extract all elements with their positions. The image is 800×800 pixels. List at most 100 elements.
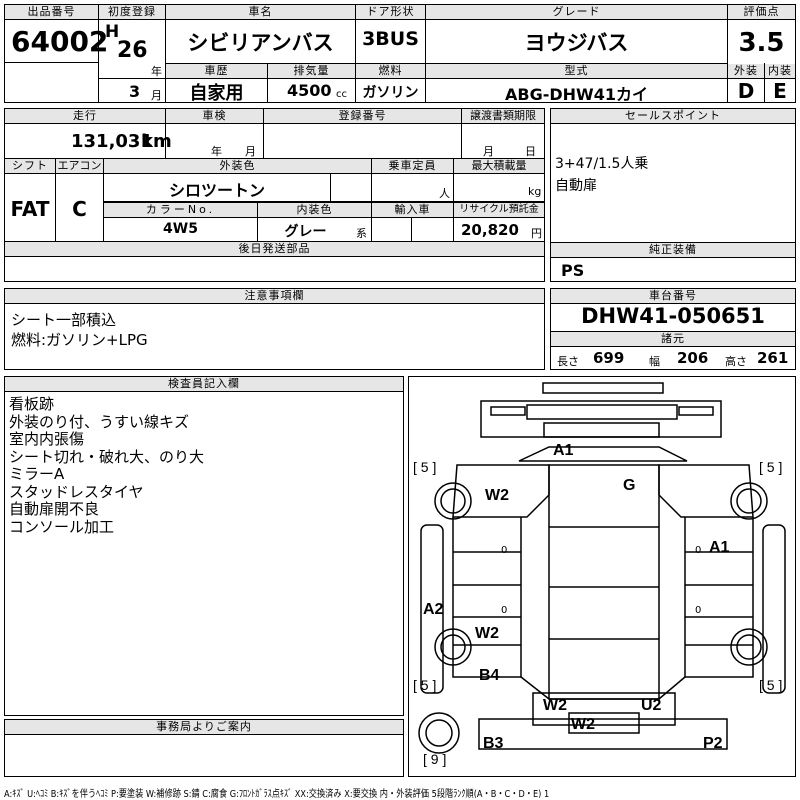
inspector-block: 検査員記入欄 看板跡 外装のり付、うすい線キズ 室内内張傷 シート切れ・破れ大、… bbox=[4, 376, 404, 716]
gauge-zero-1: 0 bbox=[501, 545, 508, 556]
inspection-year-unit: 年 bbox=[211, 145, 222, 158]
mark-w2-back-1: W2 bbox=[543, 697, 567, 714]
displacement-unit: cc bbox=[336, 89, 347, 100]
mark-w2-rear-left: W2 bbox=[475, 625, 499, 642]
regno-label: 登録番号 bbox=[264, 109, 461, 124]
gauge-zero-3: 0 bbox=[501, 605, 508, 616]
transfer-label: 譲渡書類期限 bbox=[462, 109, 544, 124]
tire-rear-left: [ 5 ] bbox=[413, 677, 437, 693]
damage-diagram: A1 G W2 A1 A2 W2 B4 W2 U2 W2 B3 P2 [ 5 ]… bbox=[408, 376, 796, 777]
ac-label: エアコン bbox=[56, 159, 103, 174]
legend-text: A:ｷｽﾞ U:ﾍｺﾐ B:ｷｽﾞを伴うﾍｺﾐ P:要塗装 W:補修跡 S:錆 … bbox=[4, 789, 550, 798]
length: 699 bbox=[593, 349, 625, 367]
inspection-month-unit: 月 bbox=[245, 145, 256, 158]
displacement: 4500 bbox=[287, 81, 332, 100]
inspector-label: 検査員記入欄 bbox=[5, 377, 403, 392]
reg-month-unit: 月 bbox=[151, 89, 162, 102]
ac: C bbox=[72, 197, 87, 221]
notes-label: 注意事項欄 bbox=[5, 289, 544, 304]
colorno-label: カラーNo. bbox=[104, 202, 257, 218]
mark-b3: B3 bbox=[483, 735, 504, 752]
lot-no-label: 出品番号 bbox=[5, 5, 98, 20]
chassis-block: 車台番号 DHW41-050651 諸元 長さ 699 幅 206 高さ 261 bbox=[550, 288, 796, 370]
maxload-label: 最大積載量 bbox=[454, 159, 544, 174]
chassis-number: DHW41-050651 bbox=[581, 304, 765, 328]
inspector-line-5: ミラーA bbox=[9, 465, 65, 483]
sales-point-label: セールスポイント bbox=[551, 109, 795, 124]
gauge-zero-2: 0 bbox=[695, 545, 702, 556]
tire-spare: [ 9 ] bbox=[423, 751, 447, 767]
recycle-unit: 円 bbox=[531, 227, 542, 240]
inspector-line-4: シート切れ・破れ大、のり大 bbox=[9, 447, 205, 466]
capacity-unit: 人 bbox=[439, 187, 450, 200]
notes-block: 注意事項欄 シート一部積込 燃料:ガソリン+LPG bbox=[4, 288, 545, 370]
width-label: 幅 bbox=[649, 355, 660, 368]
gauge-zero-4: 0 bbox=[695, 605, 702, 616]
intcolor: グレー bbox=[284, 224, 327, 240]
model-label: 型式 bbox=[426, 64, 727, 79]
score: 3.5 bbox=[738, 28, 785, 58]
recycle-label: リサイクル預託金 bbox=[454, 202, 544, 218]
legend: A:ｷｽﾞ U:ﾍｺﾐ B:ｷｽﾞを伴うﾍｺﾐ P:要塗装 W:補修跡 S:錆 … bbox=[4, 782, 796, 798]
mark-a1-right: A1 bbox=[709, 539, 730, 556]
shift: FAT bbox=[10, 197, 50, 221]
chassis-label: 車台番号 bbox=[551, 289, 795, 304]
capacity-label: 乗車定員 bbox=[372, 159, 453, 174]
inspection-label: 車検 bbox=[166, 109, 263, 124]
car-name: シビリアンバス bbox=[187, 31, 334, 55]
mark-u2: U2 bbox=[641, 697, 662, 714]
color: シロツートン bbox=[168, 181, 265, 200]
width: 206 bbox=[677, 349, 709, 367]
shift-label: シフト bbox=[5, 159, 55, 174]
sales-point-block: セールスポイント 3+47/1.5人乗 自動扉 純正装備 PS bbox=[550, 108, 796, 282]
spec-label: 諸元 bbox=[551, 332, 795, 347]
import-label: 輸入車 bbox=[372, 202, 453, 218]
reg-year-unit: 年 bbox=[151, 65, 162, 78]
transfer-month-unit: 月 bbox=[483, 145, 494, 158]
mark-b4: B4 bbox=[479, 667, 500, 684]
genuine: PS bbox=[561, 261, 585, 280]
intcolor-label: 内装色 bbox=[258, 202, 371, 218]
mark-w2-back-2: W2 bbox=[571, 716, 595, 733]
reg-year: 26 bbox=[117, 38, 148, 63]
reg-month: 3 bbox=[129, 82, 141, 101]
ext-score: D bbox=[737, 79, 755, 103]
ext-label: 外装 bbox=[728, 64, 764, 79]
inspector-line-2: 外装のり付、うすい線キズ bbox=[9, 412, 190, 431]
inspector-line-7: 自動扉開不良 bbox=[9, 500, 100, 518]
recycle: 20,820 bbox=[461, 221, 519, 239]
sales-line-1: 3+47/1.5人乗 bbox=[555, 156, 649, 172]
inspector-line-1: 看板跡 bbox=[9, 395, 55, 413]
fuel-label: 燃料 bbox=[356, 64, 425, 79]
tire-rear-right: [ 5 ] bbox=[759, 677, 783, 693]
door-label: ドア形状 bbox=[356, 5, 425, 20]
car-name-label: 車名 bbox=[166, 5, 355, 20]
later-parts-label: 後日発送部品 bbox=[5, 242, 544, 257]
history-label: 車歴 bbox=[166, 64, 267, 79]
mileage-unit: km bbox=[141, 131, 172, 152]
bus-outline-svg bbox=[418, 382, 786, 754]
inspector-notes: 看板跡 外装のり付、うすい線キズ 室内内張傷 シート切れ・破れ大、のり大 ミラー… bbox=[9, 395, 205, 536]
inspector-line-6: スタッドレスタイヤ bbox=[9, 482, 144, 501]
colorno: 4W5 bbox=[163, 221, 198, 237]
reg-era: H bbox=[105, 22, 120, 42]
mark-a2: A2 bbox=[423, 601, 444, 618]
genuine-label: 純正装備 bbox=[551, 243, 795, 258]
fuel: ガソリン bbox=[362, 85, 419, 101]
height-label: 高さ bbox=[725, 355, 747, 368]
intcolor-suffix: 系 bbox=[356, 227, 367, 240]
notes-line-2: 燃料:ガソリン+LPG bbox=[11, 331, 148, 349]
mileage: 131,031 bbox=[71, 131, 153, 152]
office-block: 事務局よりご案内 bbox=[4, 719, 404, 777]
int-score: E bbox=[773, 79, 787, 103]
mark-p2: P2 bbox=[703, 735, 723, 752]
mark-a1-front: A1 bbox=[553, 442, 574, 459]
maxload-unit: kg bbox=[528, 185, 542, 198]
height: 261 bbox=[757, 349, 789, 367]
grade-label: グレード bbox=[426, 5, 727, 20]
office-label: 事務局よりご案内 bbox=[5, 720, 403, 735]
inspector-line-8: コンソール加工 bbox=[9, 517, 115, 536]
notes-line-1: シート一部積込 bbox=[11, 311, 117, 329]
sales-line-2: 自動扉 bbox=[555, 178, 597, 194]
lot-no: 64002 bbox=[11, 25, 109, 58]
